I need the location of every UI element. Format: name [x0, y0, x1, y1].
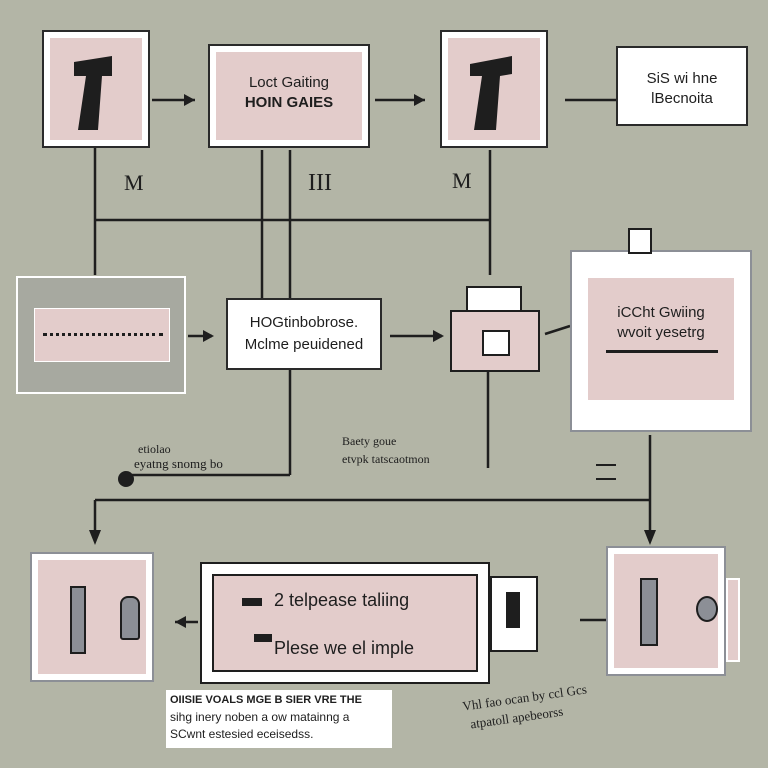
socket-icon [482, 330, 510, 356]
label-top-center-line2: HOIN GAIES [244, 94, 334, 111]
latch-icon [506, 592, 520, 628]
switch-panel-inner [614, 554, 718, 668]
tool-panel-inner [50, 38, 142, 140]
side-tab [726, 578, 740, 662]
hammer-icon [74, 56, 112, 130]
tool-panel-top-right [440, 30, 548, 148]
label-bottom-center-line1: 2 telpease taliing [274, 590, 410, 610]
label-mid-center-line2: Mclme peuidened [244, 336, 364, 353]
note-left-line2: eyatng snomg bo [134, 456, 223, 471]
label-right-panel-line2: wvoit yesetrg [617, 324, 705, 341]
mark-right: M [452, 168, 472, 193]
arrow-marker [254, 634, 272, 642]
panel-connector [628, 228, 652, 254]
tiny-icon [596, 464, 616, 480]
socket-cap [466, 286, 522, 312]
label-top-center-line1: Loct Gaiting [248, 74, 330, 91]
hammer-icon [470, 56, 512, 130]
release-panel: 2 telpease taliing Plese we el imple [200, 562, 490, 684]
label-right-panel-line1: iCCht Gwiing [617, 304, 705, 321]
caption-box-left: OIISIE VOALS MGE B SIER VRE THE sihg ine… [166, 690, 392, 748]
note-center-line2: etvpk tatscaotmon [342, 452, 430, 466]
label-top-right-line1: SiS wi hne [646, 70, 718, 87]
text-box-top-right: SiS wi hne lBecnoita [616, 46, 748, 126]
note-center-line1: Baety goue [342, 434, 397, 448]
mark-center: III [308, 170, 332, 196]
panel-bar [606, 350, 718, 353]
switch-knob-icon [696, 596, 718, 622]
switch-lever-icon [640, 578, 658, 646]
label-top-right-line2: lBecnoita [651, 90, 713, 107]
mark-left: M [124, 170, 144, 195]
label-box-mid-center: HOGtinbobrose. Mclme peuidened [226, 298, 382, 370]
note-left-line1: etiolao [138, 442, 171, 456]
caption-left-line3: SCwnt estesied eceisedss. [170, 727, 314, 741]
socket-body [450, 310, 540, 372]
switch-lever-icon [70, 586, 86, 654]
socket-device [450, 286, 540, 372]
switch-panel-left [30, 552, 154, 682]
latch-device [490, 576, 538, 652]
display-panel-inner: iCCht Gwiing wvoit yesetrg [588, 278, 734, 400]
label-box-inner [216, 52, 362, 140]
label-bottom-center-line2: Plese we el imple [274, 638, 415, 658]
switch-knob-icon [120, 596, 140, 640]
switch-panel-right [606, 546, 726, 676]
release-panel-inner: 2 telpease taliing Plese we el imple [212, 574, 478, 672]
caption-left-line1: OIISIE VOALS MGE B SIER VRE THE [170, 694, 362, 706]
display-panel-right: iCCht Gwiing wvoit yesetrg [570, 228, 752, 432]
device-panel-left [16, 276, 186, 394]
arrow-marker [242, 598, 262, 606]
caption-left-line2: sihg inery noben a ow matainng a [170, 710, 350, 724]
switch-panel-inner [38, 560, 146, 674]
tool-panel-inner [448, 38, 540, 140]
dashed-line [43, 333, 163, 336]
label-mid-center-line1: HOGtinbobrose. [249, 314, 359, 331]
label-box-top-center: Loct Gaiting HOIN GAIES [208, 44, 370, 148]
device-panel-inner [34, 308, 170, 362]
tool-panel-top-left [42, 30, 150, 148]
